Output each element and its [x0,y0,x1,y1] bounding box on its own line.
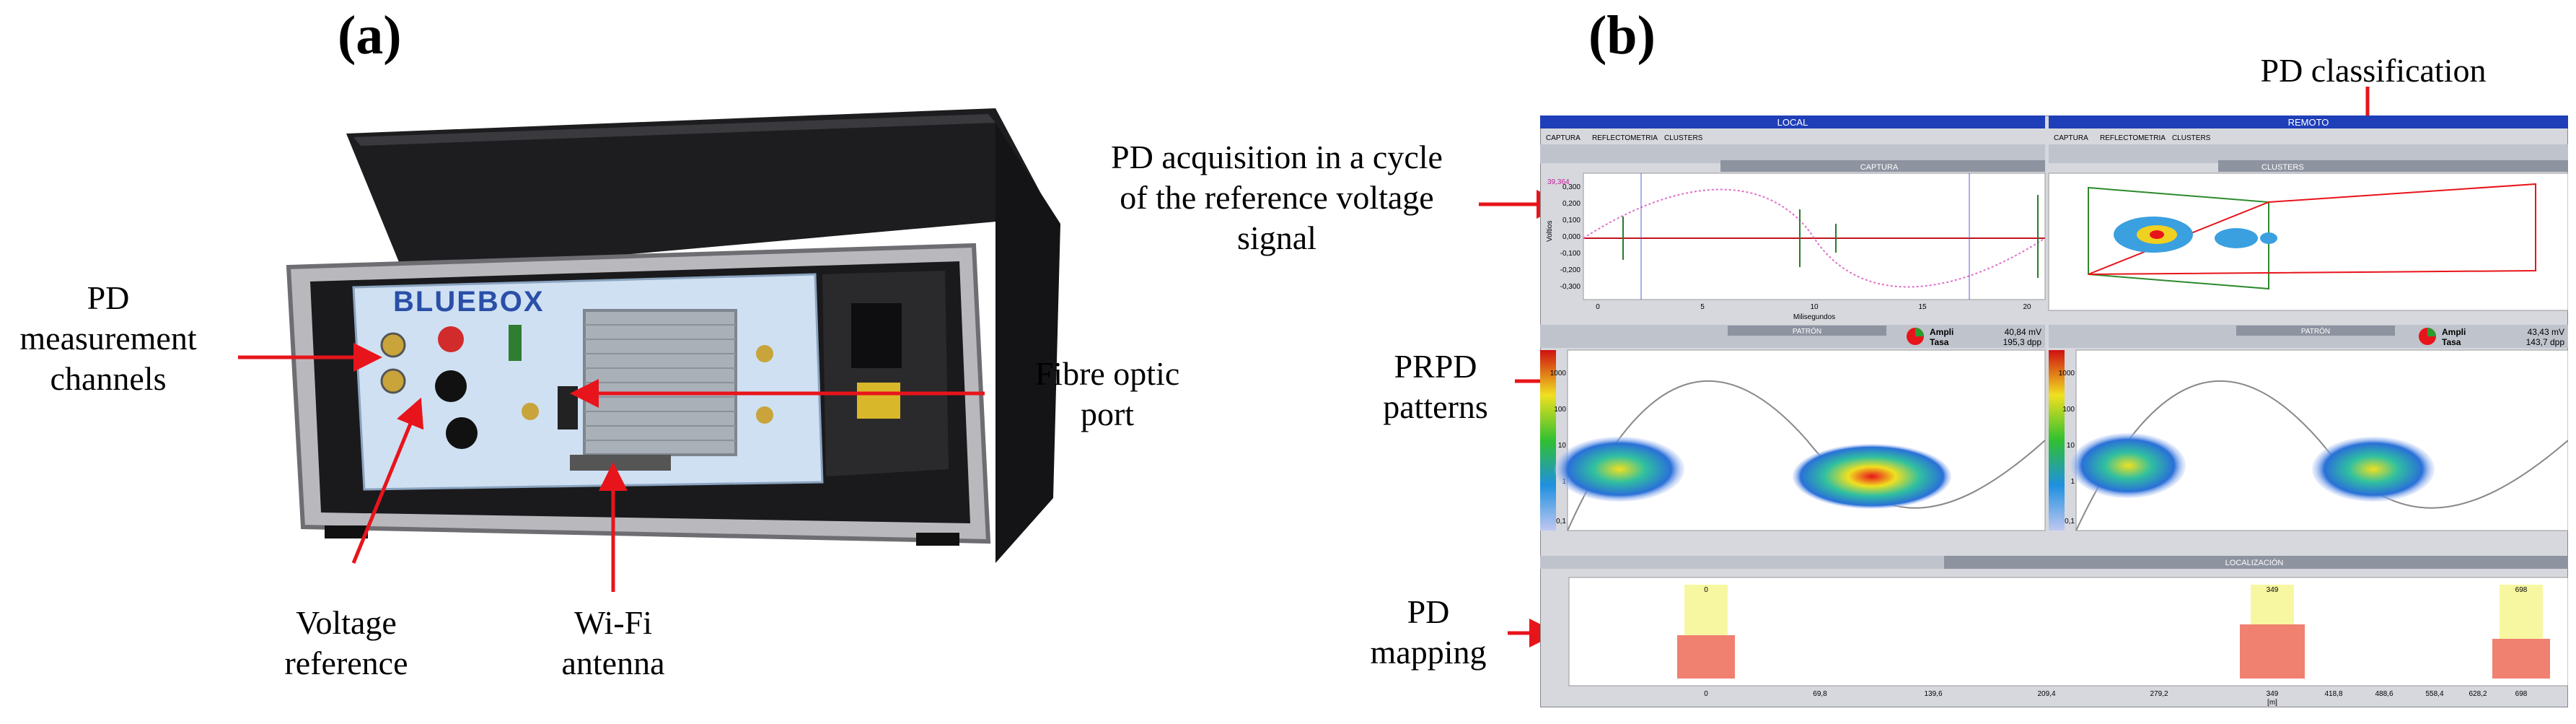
tab-clusters-right: CLUSTERS [2172,134,2211,142]
left-ampli-value: 40,84 mV [2005,327,2041,337]
captura-x-ticks: 0 5 10 15 20 [1596,303,2031,311]
bluebox-logo: BLUEBOX [393,286,545,318]
left-tasa-value: 195,3 dpp [2003,337,2042,347]
captura-y-label: Voltios [1546,221,1554,242]
patron-header-right: PATRÓN [2301,326,2330,336]
svg-text:20: 20 [2023,303,2031,311]
tab-captura-left: CAPTURA [1546,134,1581,142]
svg-text:-0,100: -0,100 [1560,250,1581,258]
svg-text:1000: 1000 [2059,370,2075,378]
prpd-cluster-right-2 [2312,437,2435,502]
svg-text:10: 10 [1810,303,1819,311]
svg-text:69,8: 69,8 [1813,690,1827,698]
prpd-colorbar-left [1540,350,1556,531]
svg-text:628,2: 628,2 [2469,690,2487,698]
device-side [995,123,1060,563]
mapping-peaks [1677,585,2550,679]
svg-text:698: 698 [2515,586,2528,594]
voltage-reference-connector [435,370,467,402]
svg-text:0,1: 0,1 [2065,518,2075,525]
callout-fibre-optic: Fibre optic port [1034,355,1180,432]
captura-y-ticks: 0,300 0,200 0,100 0,000 -0,100 -0,200 -0… [1560,183,1581,291]
device-lid [346,108,1053,274]
svg-text:349: 349 [2267,586,2279,594]
prpd-colorbar-right [2049,350,2065,531]
svg-text:15: 15 [1918,303,1927,311]
svg-text:0,000: 0,000 [1562,233,1581,241]
cluster-2 [2215,228,2258,248]
tab-clusters-left: CLUSTERS [1664,134,1703,142]
callout-pd-classification: PD classification [2260,52,2487,89]
svg-text:100: 100 [2062,406,2075,414]
callout-pd-channels: PD measurement channels [19,279,197,397]
svg-text:0: 0 [1704,690,1708,698]
svg-text:0: 0 [1596,303,1600,311]
svg-text:-0,300: -0,300 [1560,283,1581,291]
captura-x-label: Milisegundos [1793,313,1835,321]
svg-text:0,1: 0,1 [1556,518,1566,525]
callout-prpd: PRPD patterns [1383,348,1488,425]
svg-text:418,8: 418,8 [2324,690,2342,698]
svg-text:0,300: 0,300 [1562,183,1581,191]
captura-header: CAPTURA [1860,163,1899,172]
svg-text:0: 0 [1704,586,1708,594]
prpd-sine-left [1567,380,2046,531]
svg-text:349: 349 [2267,690,2279,698]
mapping-x-ticks: 0 69,8 139,6 209,4 279,2 349 418,8 488,6… [1704,690,2528,698]
callout-wifi-antenna: Wi-Fi antenna [561,604,665,681]
patron-header-left: PATRÓN [1793,326,1821,336]
prpd-cluster-left-1 [1555,437,1684,502]
svg-text:1: 1 [2070,478,2075,486]
svg-text:5: 5 [1700,303,1705,311]
callout-pd-acquisition: PD acquisition in a cycle of the referen… [1111,139,1443,256]
left-tasa-label: Tasa [1930,337,1949,347]
svg-text:279,2: 279,2 [2150,690,2168,698]
tab-reflectometria-left: REFLECTOMETRIA [1592,134,1658,142]
remote-titlebar [2049,115,2568,128]
software-screenshot: LOCAL REMOTO CAPTURA REFLECTOMETRIA CLUS… [1540,115,2568,707]
svg-text:139,6: 139,6 [1924,690,1942,698]
left-ampli-label: Ampli [1930,327,1953,337]
right-tasa-label: Tasa [2442,337,2461,347]
arrow-voltage-reference [351,397,424,564]
captura-corner-value: 39,364 [1547,178,1570,186]
mapping-unit: [m] [2267,699,2277,707]
svg-text:-0,200: -0,200 [1560,266,1581,274]
svg-text:1000: 1000 [1550,370,1567,378]
pd-channel-connector-2 [380,368,406,394]
prpd-cluster-left-2 [1793,444,1951,509]
svg-text:100: 100 [1554,406,1566,414]
svg-text:10: 10 [1558,442,1567,450]
svg-text:558,4: 558,4 [2425,690,2443,698]
callout-voltage-reference: Voltage reference [284,604,408,681]
mapping-plot [1568,577,2568,686]
prpd-y-ticks-right: 1000 100 10 1 0,1 [2059,370,2075,525]
tab-reflectometria-right: REFLECTOMETRIA [2100,134,2166,142]
svg-text:698: 698 [2515,690,2528,698]
prpd-cluster-right-1 [2070,433,2186,498]
power-indicator [438,326,464,352]
panel-b-label: (b) [1588,5,1656,66]
local-titlebar [1540,115,2045,128]
svg-text:0,200: 0,200 [1562,200,1581,208]
svg-text:488,6: 488,6 [2375,690,2393,698]
right-ampli-value: 43,43 mV [2528,327,2564,337]
prpd-sine-right [2075,380,2568,531]
clusters-header: CLUSTERS [2261,163,2304,172]
tab-captura-right: CAPTURA [2054,134,2088,142]
panel-a-label: (a) [338,5,402,66]
svg-text:0,100: 0,100 [1562,217,1581,224]
right-ampli-label: Ampli [2442,327,2466,337]
right-tasa-value: 143,7 dpp [2526,337,2565,347]
callout-pd-mapping: PD mapping [1370,593,1487,671]
local-title: LOCAL [1777,117,1808,128]
captura-plot [1583,173,2046,300]
cluster-3 [2260,232,2277,244]
localizacion-header: LOCALIZACIÓN [2225,558,2284,567]
svg-text:209,4: 209,4 [2037,690,2055,698]
remote-title: REMOTO [2288,117,2329,128]
reference-voltage-sine [1583,188,2046,288]
svg-text:10: 10 [2067,442,2075,450]
